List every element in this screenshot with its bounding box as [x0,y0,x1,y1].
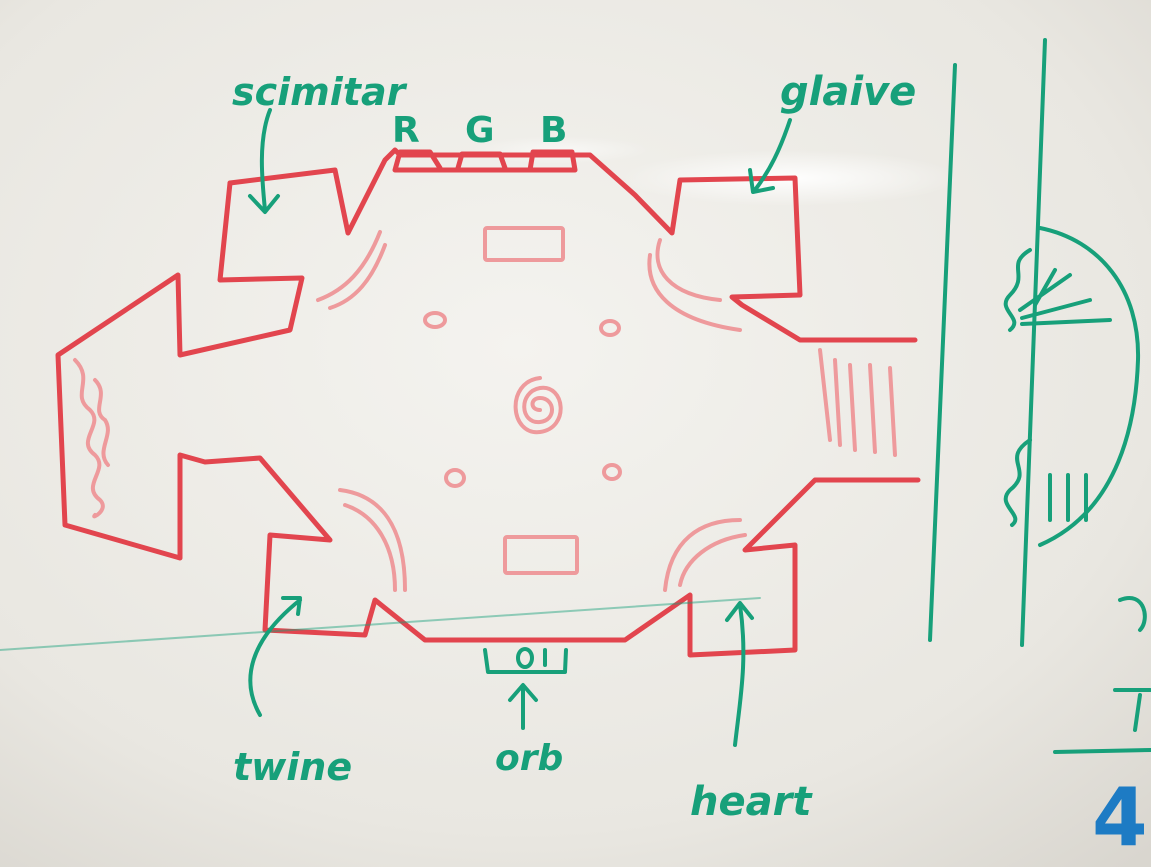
label-heart: heart [690,779,813,825]
label-scimitar: scimitar [232,70,408,114]
dot [602,463,622,481]
label-glaive: glaive [780,69,916,115]
outline-scimitar-block [55,180,921,658]
thrust-lines [818,348,897,457]
dot [423,311,447,329]
dot [444,468,466,488]
spiral [513,376,563,435]
arc-tl [316,230,387,310]
fan-lines [1018,268,1112,326]
dome [1038,226,1141,547]
label-orb: orb [495,738,563,779]
top-slot [483,226,565,262]
scimitar-arrow [248,108,280,214]
wavy-lines [73,358,110,519]
ship-outline [55,147,921,658]
bottom-slot [503,535,579,575]
dot [599,319,621,337]
label-r: R [392,110,420,151]
arc-bl [338,488,407,592]
arc-tr [647,238,742,332]
outline-top [227,147,918,343]
glaive-arrow [748,118,792,194]
vertical-line [928,63,957,642]
wavy-line [93,378,110,467]
heart-arrow [725,601,754,747]
margin-digit: 4 [1092,771,1148,864]
label-b: B [540,110,567,151]
side-marks [1053,596,1151,754]
wavy-line [73,358,105,519]
label-g: G [465,110,495,151]
spring [1003,248,1032,527]
label-twine: twine [233,745,352,789]
arc-br [663,518,747,592]
orb-circle [516,647,534,669]
orb-arrow [508,683,538,730]
inner-details [316,226,897,592]
twine-arrow [248,596,302,717]
vertical-line [1020,38,1047,647]
tally [1048,473,1088,522]
green-annotations [0,38,1151,754]
rgb-bumps [392,149,578,173]
faint-line [0,597,761,651]
orb-socket [483,648,568,674]
